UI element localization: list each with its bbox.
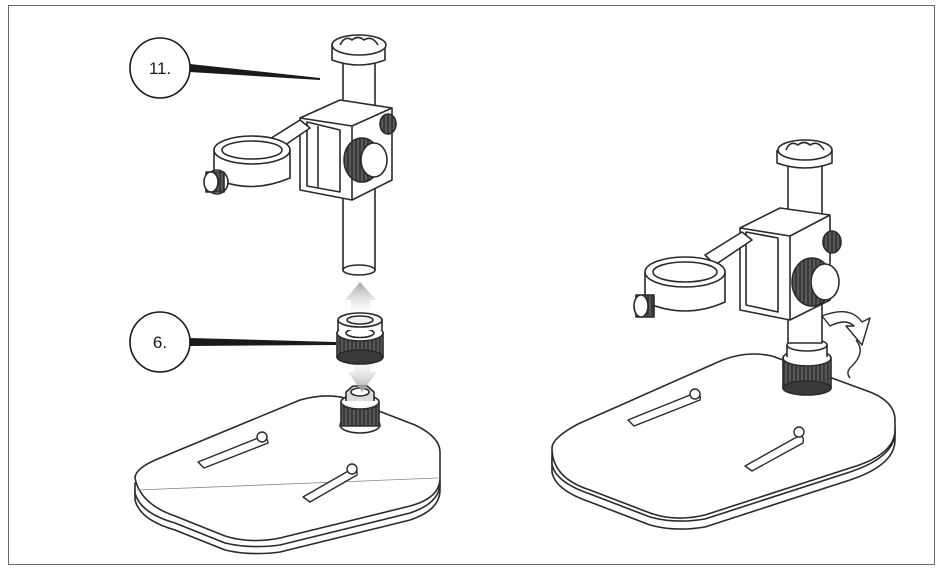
callout-6: 6.: [129, 311, 336, 373]
threaded-collar: [336, 312, 384, 365]
assembly-arrow-up: [345, 282, 376, 318]
focus-knob-right: [791, 257, 840, 307]
base-slot-3: [627, 388, 701, 427]
callout-label-6: 6.: [153, 333, 167, 352]
base-slot-4: [744, 426, 805, 472]
rear-knob: [379, 113, 397, 135]
rear-knob-right: [822, 230, 842, 254]
installed-collar: [782, 338, 832, 396]
assembled-stand: [551, 139, 896, 530]
rotate-arrow: [821, 310, 871, 346]
exploded-stand-assembly: [134, 34, 441, 555]
microscope-ring: [203, 135, 291, 195]
callout-11: 11.: [129, 37, 320, 99]
base-slot-2: [302, 463, 358, 503]
base-plate-right: [551, 353, 896, 530]
base-plate-left: [134, 395, 441, 555]
focus-knob: [343, 137, 388, 183]
base-slot-1: [197, 431, 269, 469]
callout-label-11: 11.: [149, 59, 171, 78]
assembly-arrow-down: [348, 356, 377, 392]
microscope-ring-right: [633, 256, 726, 318]
threaded-post: [339, 385, 381, 434]
